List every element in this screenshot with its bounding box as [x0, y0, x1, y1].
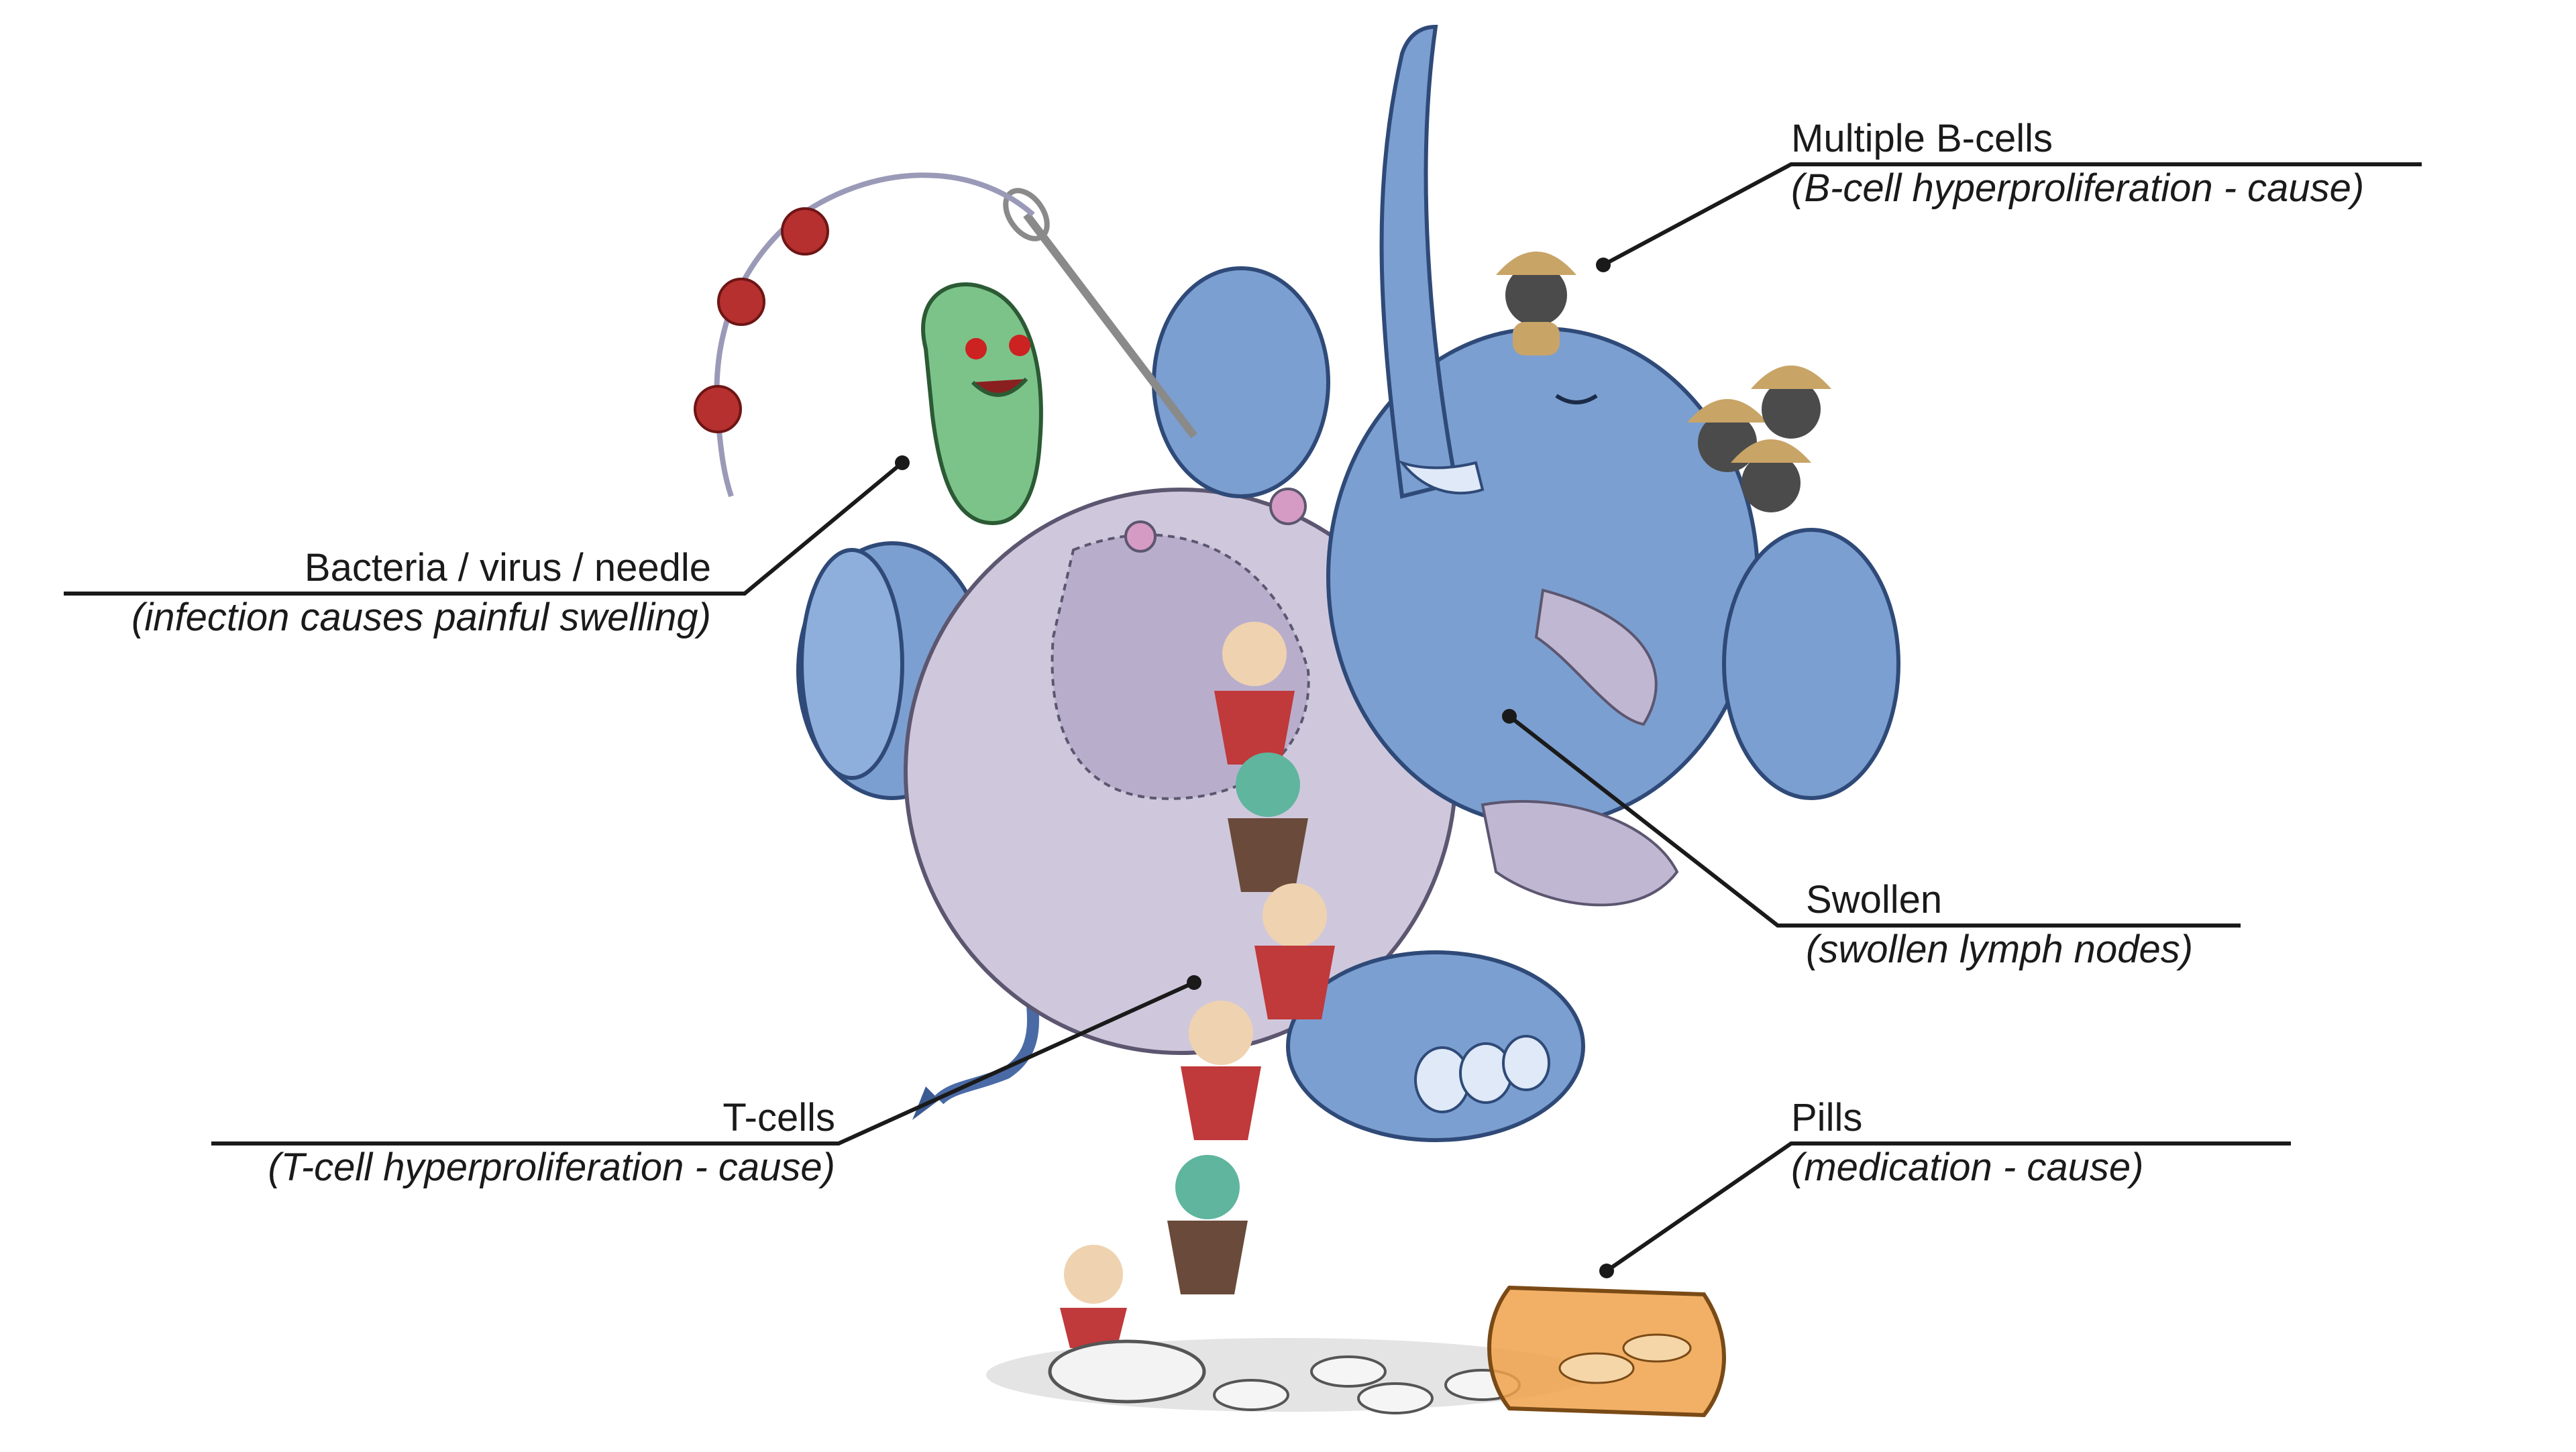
pill-bottle — [1487, 1285, 1726, 1418]
toenail — [1502, 1035, 1550, 1091]
pill — [1213, 1379, 1289, 1411]
label-tcells-subtitle: (T-cell hyperproliferation - cause) — [268, 1146, 835, 1189]
label-tcells-title: T-cells — [722, 1096, 835, 1139]
needle — [1023, 212, 1197, 439]
bacterium-eye — [1009, 335, 1030, 356]
label-pills: Pills (medication - cause) — [1791, 1093, 2143, 1192]
label-bcells-title: Multiple B-cells — [1791, 117, 2053, 160]
elephant-sleeve — [1481, 799, 1679, 907]
t-cell-figure — [1181, 1001, 1261, 1140]
virus-particle — [717, 278, 765, 326]
elephant-leg — [1286, 950, 1585, 1142]
t-cell-figure — [1254, 883, 1335, 1019]
suit-button — [1124, 520, 1157, 553]
virus-particle — [694, 385, 742, 433]
anchor-dot — [1599, 1264, 1614, 1278]
b-cell-figure — [1731, 439, 1811, 512]
label-bacteria: Bacteria / virus / needle (infection cau… — [40, 543, 711, 643]
label-swollen: Swollen (swollen lymph nodes) — [1806, 875, 2193, 974]
label-bcells-subtitle: (B-cell hyperproliferation - cause) — [1791, 166, 2365, 210]
bacterium-body — [921, 282, 1043, 526]
leader-tcells — [211, 981, 1195, 1146]
leader-bacteria — [64, 461, 904, 596]
anchor-dot — [1502, 709, 1517, 724]
elephant-left-arm-end — [800, 548, 904, 780]
thread — [714, 172, 1035, 498]
leader-bcells — [1602, 162, 2422, 267]
elephant-ear-left — [1152, 266, 1330, 498]
leader-pills — [1605, 1141, 2291, 1273]
leader-swollen — [1508, 714, 2241, 928]
anchor-dot — [895, 455, 910, 470]
pill — [1357, 1382, 1434, 1414]
virus-particle — [781, 207, 829, 256]
elephant-trunk — [1379, 24, 1458, 499]
t-cell-figure — [1060, 1245, 1127, 1348]
t-cell-figure — [1167, 1155, 1248, 1294]
bottle-cap — [1048, 1339, 1206, 1404]
needle-eye — [1003, 188, 1050, 241]
pill — [1622, 1333, 1692, 1363]
elephant-collar — [1534, 588, 1658, 726]
label-bacteria-title: Bacteria / virus / needle — [304, 546, 711, 590]
label-bacteria-subtitle: (infection causes painful swelling) — [131, 596, 711, 639]
b-cell-figure — [1496, 252, 1576, 355]
label-pills-subtitle: (medication - cause) — [1791, 1146, 2144, 1189]
elephant-ear-right — [1722, 528, 1900, 800]
anchor-dot — [1187, 975, 1201, 990]
closed-eye — [1555, 394, 1598, 404]
label-swollen-subtitle: (swollen lymph nodes) — [1806, 928, 2194, 971]
label-pills-title: Pills — [1791, 1096, 1863, 1139]
elephant-tusk — [1398, 459, 1485, 495]
t-cell-figure — [1228, 752, 1308, 892]
label-tcells: T-cells (T-cell hyperproliferation - cau… — [134, 1093, 835, 1192]
b-cell-figure — [1751, 366, 1831, 439]
bacterium-mouth — [971, 377, 1028, 397]
label-swollen-title: Swollen — [1806, 878, 1943, 922]
label-bcells: Multiple B-cells (B-cell hyperproliferat… — [1791, 114, 2364, 213]
t-cell-figure — [1214, 622, 1295, 765]
pill — [1310, 1355, 1387, 1388]
pill — [1558, 1352, 1635, 1384]
anchor-dot — [1596, 258, 1611, 272]
suit-button — [1269, 488, 1307, 525]
bacterium-eye — [965, 338, 987, 359]
